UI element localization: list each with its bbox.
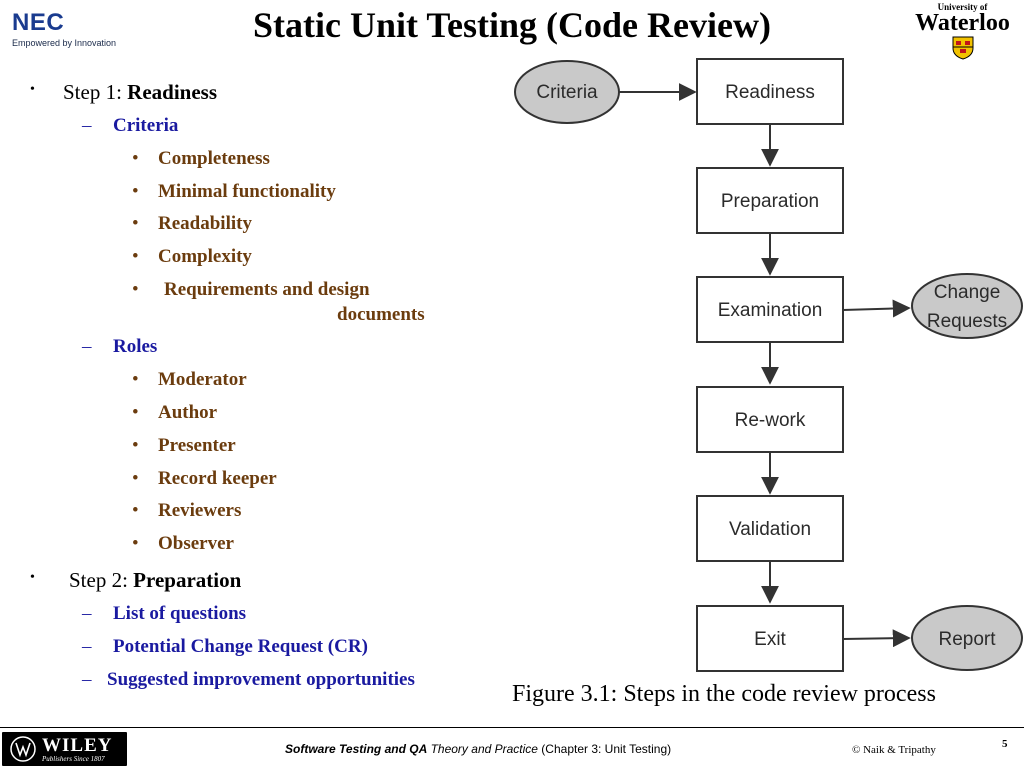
waterloo-name: Waterloo — [915, 10, 1010, 36]
waterloo-prefix: University of — [937, 2, 988, 12]
criteria-label: Criteria — [113, 115, 179, 136]
svg-text:Re-work: Re-work — [735, 410, 806, 431]
roles-label: Roles — [113, 336, 158, 357]
nec-logo: NEC Empowered by Innovation — [12, 9, 117, 49]
wiley-logo: WILEY Publishers Since 1807 — [2, 732, 127, 766]
change-requests-arrow — [842, 299, 911, 318]
figure-caption: Figure 3.1: Steps in the code review pro… — [512, 681, 936, 707]
change-requests-node: Change Requests — [911, 273, 1023, 339]
step1-item: • Step 1: Readiness — [30, 80, 218, 104]
wiley-logo-text: WILEY — [42, 735, 113, 756]
code-review-flow-diagram: Criteria Readiness Preparation Examinati… — [514, 58, 1023, 672]
step1-emph: Readiness — [127, 80, 218, 104]
svg-text:Report: Report — [938, 629, 996, 650]
svg-text:Examination: Examination — [718, 300, 823, 321]
waterloo-crest-icon — [952, 36, 973, 60]
step2-item: • Step 2: Preparation — [30, 568, 242, 592]
criteria-sub-item: • Readability — [132, 213, 252, 234]
report-arrow — [842, 629, 911, 648]
footer-copyright: © Naik & Tripathy — [852, 744, 936, 756]
svg-text:Exit: Exit — [754, 629, 786, 650]
step-box-exit: Exit — [696, 605, 844, 672]
role-item: • Author — [132, 402, 218, 423]
wiley-emblem-icon — [10, 736, 36, 762]
criteria-sub-item-continuation: documents — [337, 304, 425, 325]
svg-text:Preparation: Preparation — [721, 191, 819, 212]
chapter-label: (Chapter 3: Unit Testing) — [537, 742, 672, 756]
slide-title: Static Unit Testing (Code Review) — [253, 5, 771, 45]
book-subtitle: Theory and Practice — [427, 742, 538, 756]
criteria-node: Criteria — [514, 60, 620, 124]
page-number: 5 — [1002, 738, 1008, 750]
criteria-sub-item: • Requirements and design — [132, 279, 370, 300]
step1-prefix: Step 1: — [63, 80, 128, 104]
criteria-item: – Criteria — [82, 115, 179, 136]
svg-text:Validation: Validation — [729, 519, 811, 540]
role-item: • Presenter — [132, 435, 236, 456]
step-box-readiness: Readiness — [696, 58, 844, 125]
roles-item: – Roles — [82, 336, 158, 357]
criteria-sub-item: • Minimal functionality — [132, 181, 336, 202]
criteria-sub-item: • Completeness — [132, 148, 270, 169]
footer-divider — [0, 727, 1024, 728]
step2-sub-item: – List of questions — [82, 603, 247, 624]
outline: • Step 1: Readiness – Criteria • Complet… — [0, 0, 500, 720]
role-item: • Reviewers — [132, 500, 242, 521]
step2-emph: Preparation — [133, 568, 242, 592]
step-box-preparation: Preparation — [696, 167, 844, 234]
nec-logo-text: NEC — [12, 9, 65, 36]
step-box-validation: Validation — [696, 495, 844, 562]
nec-tagline: Empowered by Innovation — [12, 38, 117, 48]
role-item: • Moderator — [132, 369, 247, 390]
step2-sub-item: – Potential Change Request (CR) — [82, 636, 368, 657]
step-box-rework: Re-work — [696, 386, 844, 453]
step2-sub-item: – Suggested improvement opportunities — [82, 669, 415, 690]
svg-text:Change: Change — [934, 282, 1001, 303]
book-title: Software Testing and QA — [285, 742, 428, 756]
footer-book-info: Software Testing and QA Theory and Pract… — [285, 742, 671, 756]
step2-prefix: Step 2: — [69, 568, 134, 592]
report-node: Report — [911, 605, 1023, 671]
waterloo-logo: University of Waterloo — [905, 2, 1020, 60]
criteria-node-label: Criteria — [536, 82, 598, 103]
svg-text:Requests: Requests — [927, 311, 1007, 332]
step-box-examination: Examination — [696, 276, 844, 343]
role-item: • Observer — [132, 533, 234, 554]
svg-text:Readiness: Readiness — [725, 82, 815, 103]
wiley-logo-sub: Publishers Since 1807 — [42, 755, 105, 763]
criteria-sub-item: • Complexity — [132, 246, 252, 267]
role-item: • Record keeper — [132, 468, 277, 489]
